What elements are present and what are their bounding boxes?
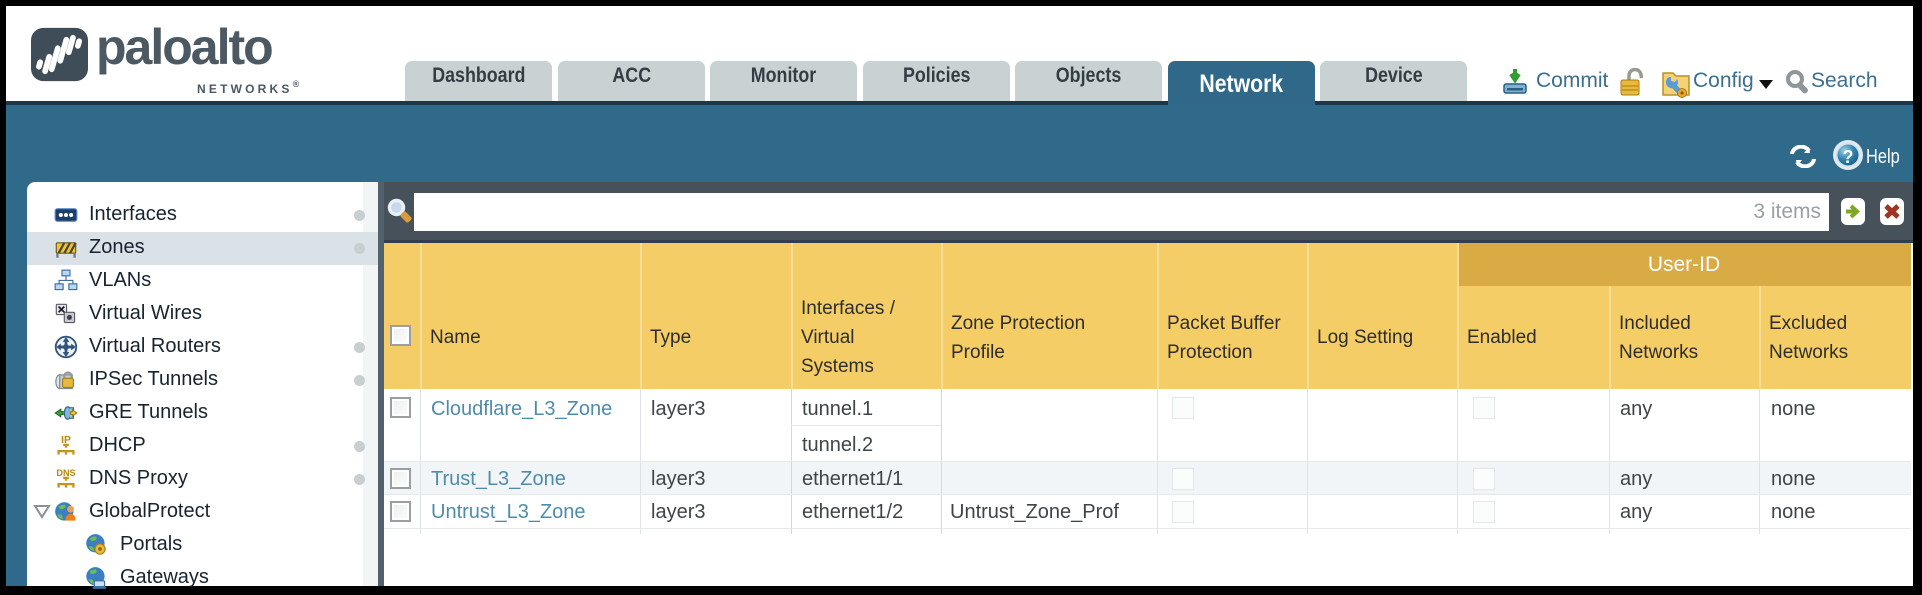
svg-text:IP: IP [61, 435, 71, 446]
svg-text:DNS: DNS [56, 468, 75, 478]
svg-text:?: ? [1843, 147, 1854, 167]
